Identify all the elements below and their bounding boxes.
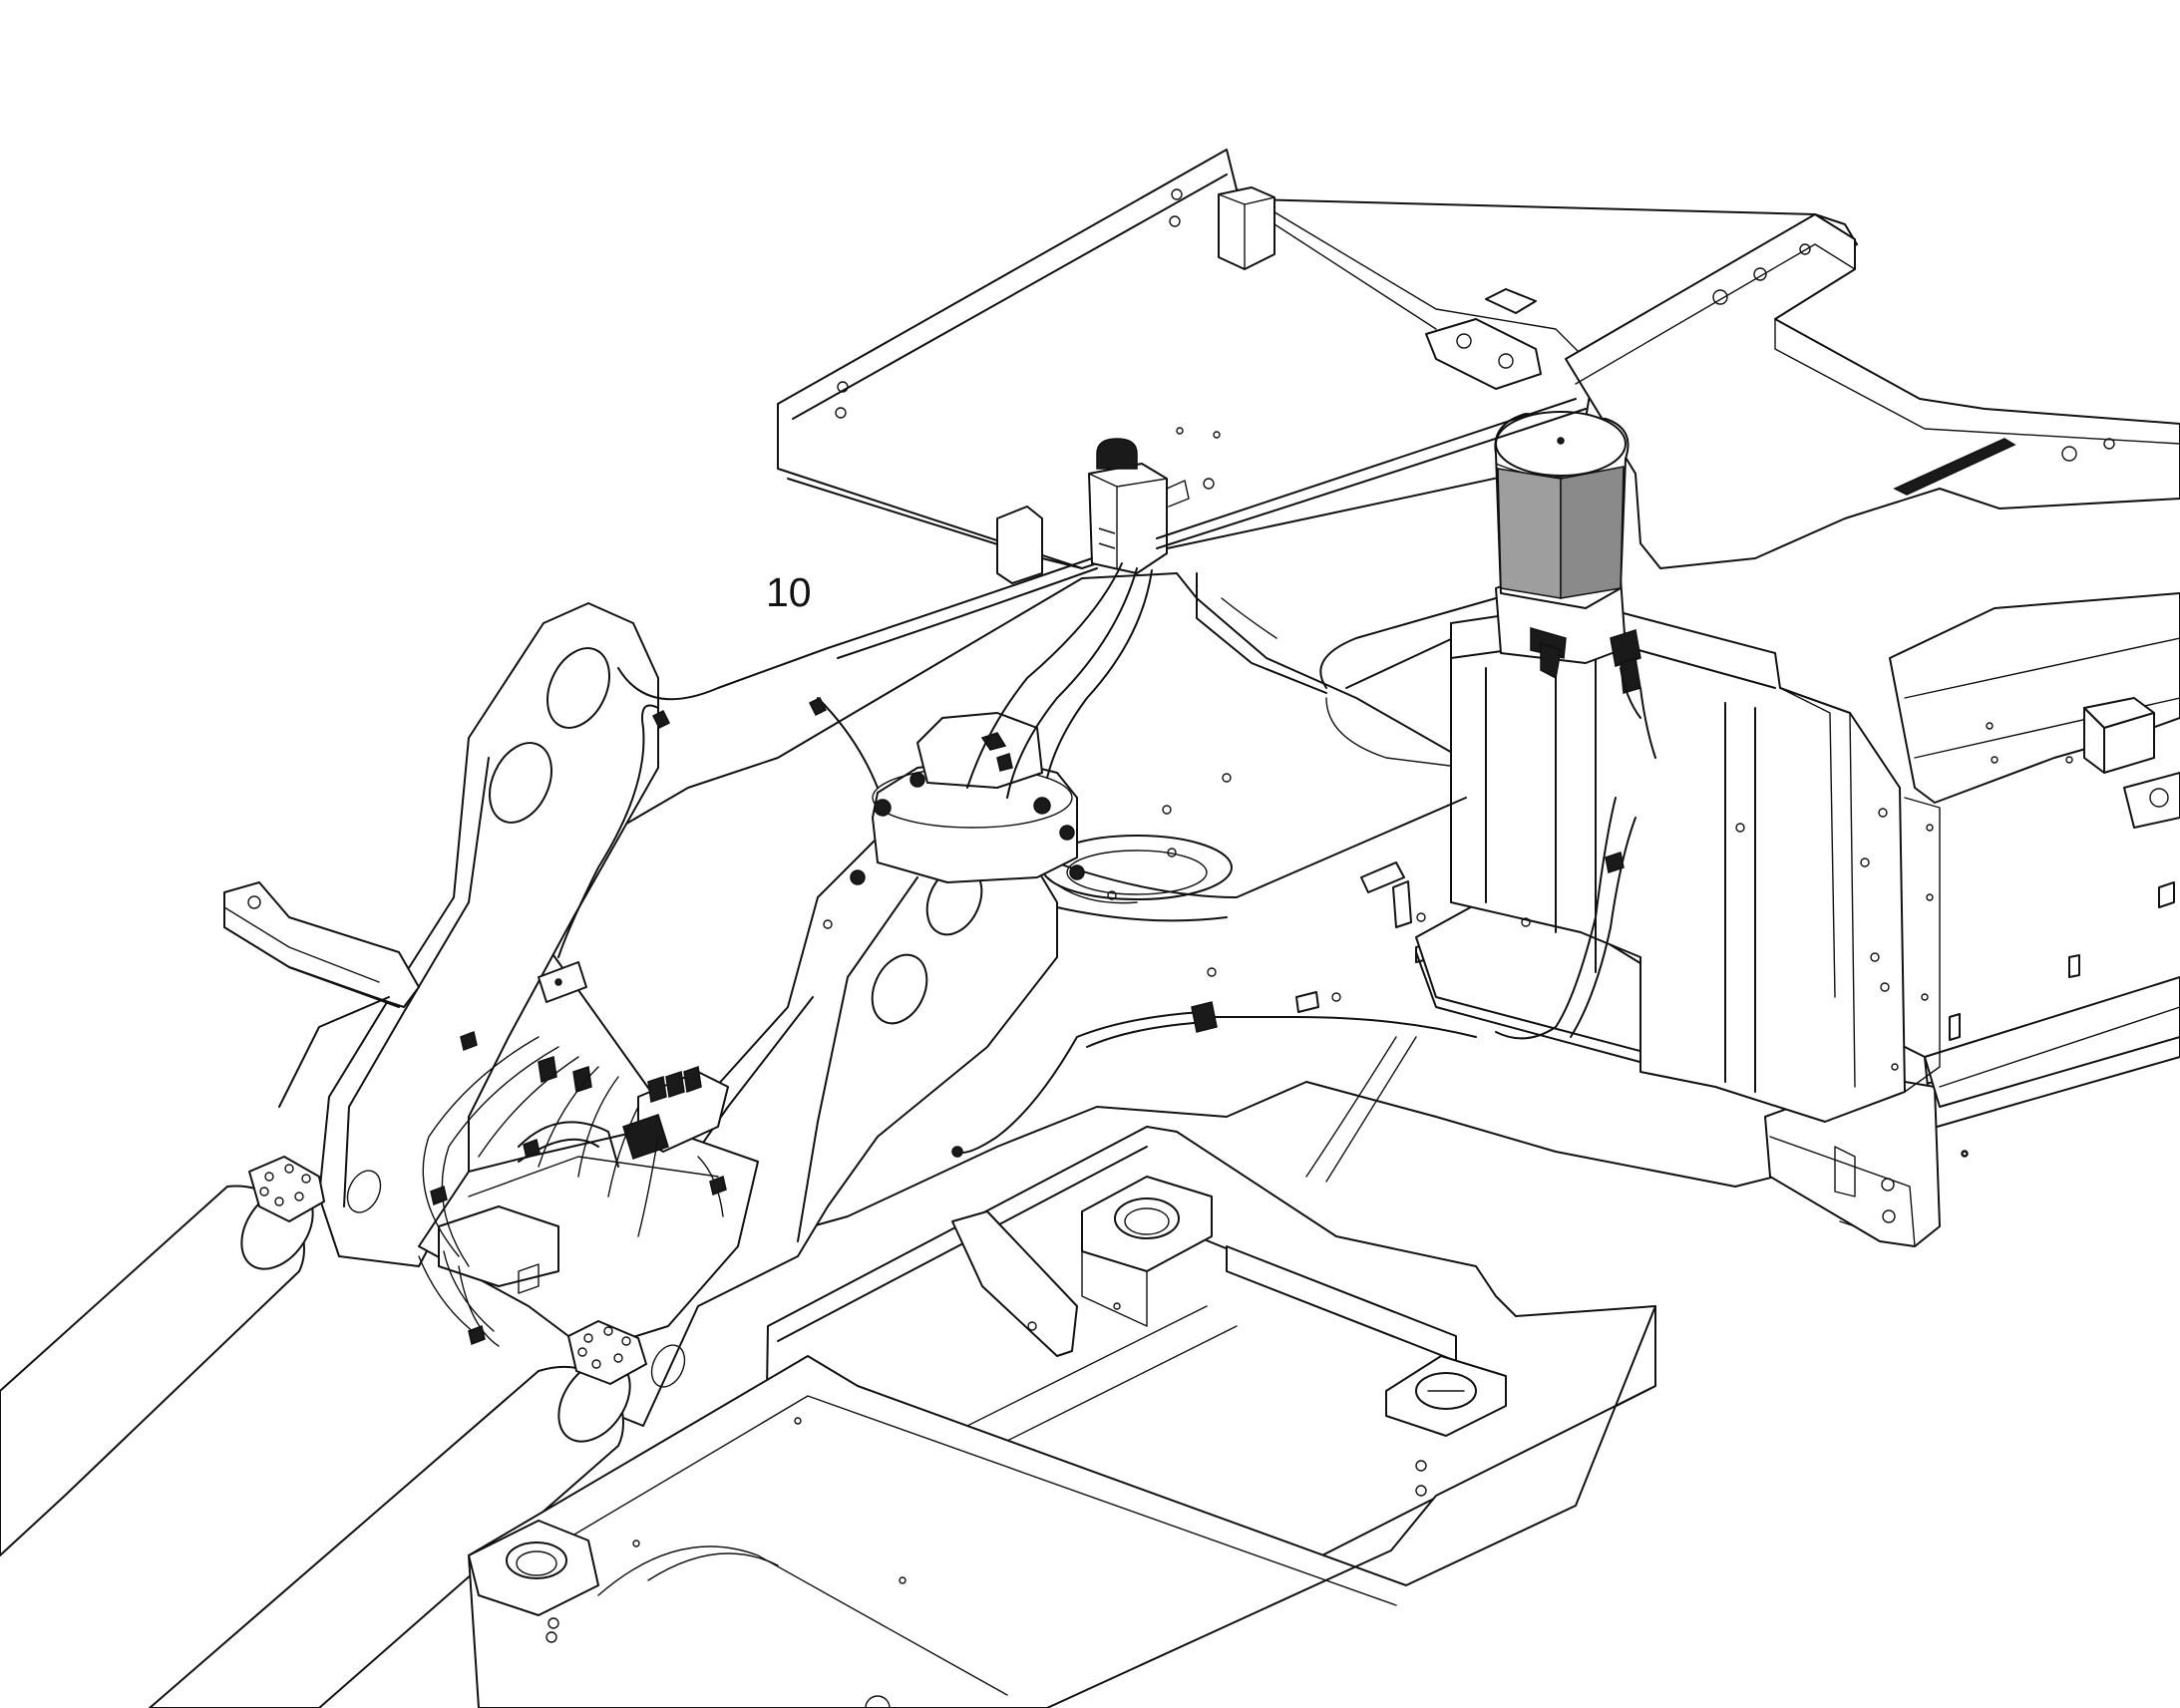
distribution-manifold xyxy=(539,962,728,1159)
mounting-sockets xyxy=(1082,1177,1506,1436)
right-longitudinal-beam xyxy=(1566,214,2180,568)
callout-label-10: 10 xyxy=(766,569,812,615)
lubrication-lines xyxy=(419,399,1655,1346)
divider-manifold-top xyxy=(997,439,1189,583)
swivel-joint xyxy=(824,713,1084,928)
left-axle-beam xyxy=(224,882,419,1107)
rear-upper-frame xyxy=(778,150,1857,568)
front-cross-beam xyxy=(469,1306,1655,1708)
far-right-frame xyxy=(1890,593,2180,1040)
lubrication-pump-assembly xyxy=(1451,412,1940,1122)
hydraulic-cylinders xyxy=(0,1157,646,1708)
